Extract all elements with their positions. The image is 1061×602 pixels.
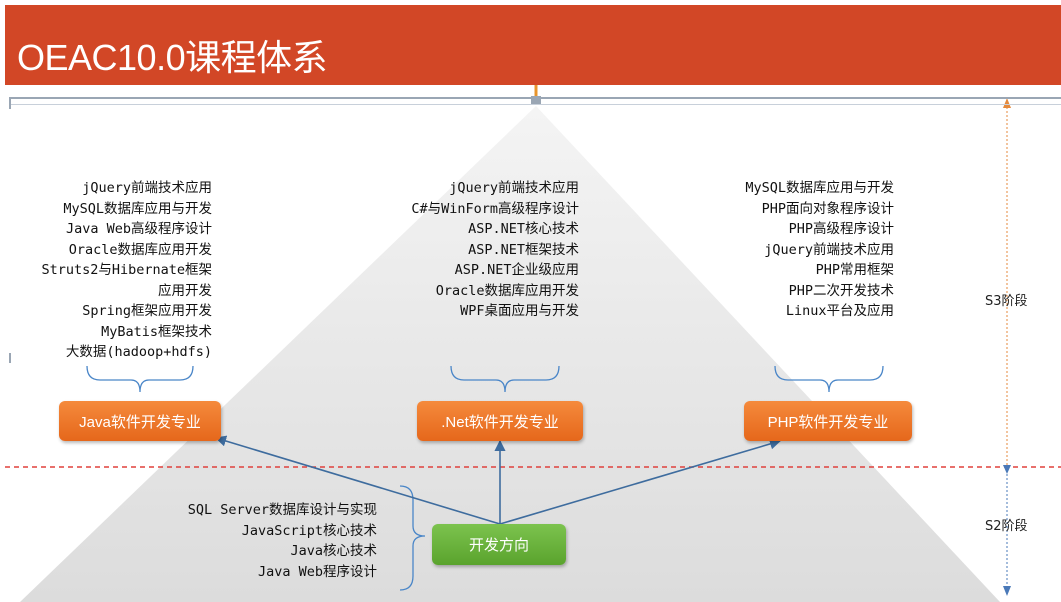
php-course-list: MySQL数据库应用与开发 PHP面向对象程序设计 PHP高级程序设计 jQue…	[745, 178, 894, 322]
net-major-button[interactable]: .Net软件开发专业	[417, 401, 583, 441]
course-item: PHP常用框架	[815, 262, 894, 278]
course-item: Java Web高级程序设计	[65, 221, 212, 237]
page-title: OEAC10.0课程体系	[17, 37, 328, 78]
course-item: SQL Server数据库设计与实现	[187, 502, 377, 518]
course-item: Java核心技术	[290, 543, 377, 559]
title-bar: OEAC10.0课程体系	[5, 5, 1061, 85]
course-item: PHP高级程序设计	[788, 221, 894, 237]
pyramid-shape	[20, 106, 1000, 602]
course-item: PHP二次开发技术	[788, 282, 894, 299]
top-separator	[9, 97, 1061, 105]
s3-stage-label: S3阶段	[985, 294, 1028, 309]
course-item: ASP.NET框架技术	[468, 241, 579, 258]
course-item: Java Web程序设计	[257, 563, 377, 580]
direction-brace	[399, 485, 426, 591]
course-item: Linux平台及应用	[785, 303, 894, 319]
php-brace	[774, 365, 884, 393]
course-item: JavaScript核心技术	[241, 522, 377, 539]
java-brace	[86, 365, 194, 393]
course-item: jQuery前端技术应用	[764, 241, 894, 258]
course-item: Oracle数据库应用开发	[435, 282, 579, 299]
course-item: MySQL数据库应用与开发	[63, 200, 212, 217]
course-item: ASP.NET企业级应用	[454, 262, 579, 278]
left-tick	[9, 97, 11, 109]
course-item: MySQL数据库应用与开发	[745, 180, 894, 196]
development-direction-button[interactable]: 开发方向	[432, 524, 566, 565]
direction-course-list: SQL Server数据库设计与实现 JavaScript核心技术 Java核心…	[188, 500, 377, 582]
net-course-list: jQuery前端技术应用 C#与WinForm高级程序设计 ASP.NET核心技…	[411, 178, 579, 322]
php-major-button[interactable]: PHP软件开发专业	[744, 401, 912, 441]
course-item: MyBatis框架技术	[101, 323, 212, 340]
course-item: PHP面向对象程序设计	[761, 200, 894, 217]
course-item: jQuery前端技术应用	[449, 180, 579, 196]
course-item: Oracle数据库应用开发	[68, 241, 212, 258]
course-item: jQuery前端技术应用	[82, 180, 212, 196]
s2-stage-label: S2阶段	[985, 519, 1028, 534]
net-brace	[450, 365, 560, 393]
course-item: Struts2与Hibernate框架	[41, 262, 212, 278]
course-item: WPF桌面应用与开发	[460, 303, 579, 319]
java-major-button[interactable]: Java软件开发专业	[59, 401, 221, 441]
left-small-tick	[9, 353, 11, 363]
course-item: ASP.NET核心技术	[468, 221, 579, 237]
course-item: 大数据(hadoop+hdfs)	[65, 344, 212, 360]
java-course-list: jQuery前端技术应用 MySQL数据库应用与开发 Java Web高级程序设…	[41, 178, 212, 363]
course-item: Spring框架应用开发	[82, 303, 212, 319]
course-item: 应用开发	[158, 282, 212, 299]
course-item: C#与WinForm高级程序设计	[411, 200, 579, 217]
